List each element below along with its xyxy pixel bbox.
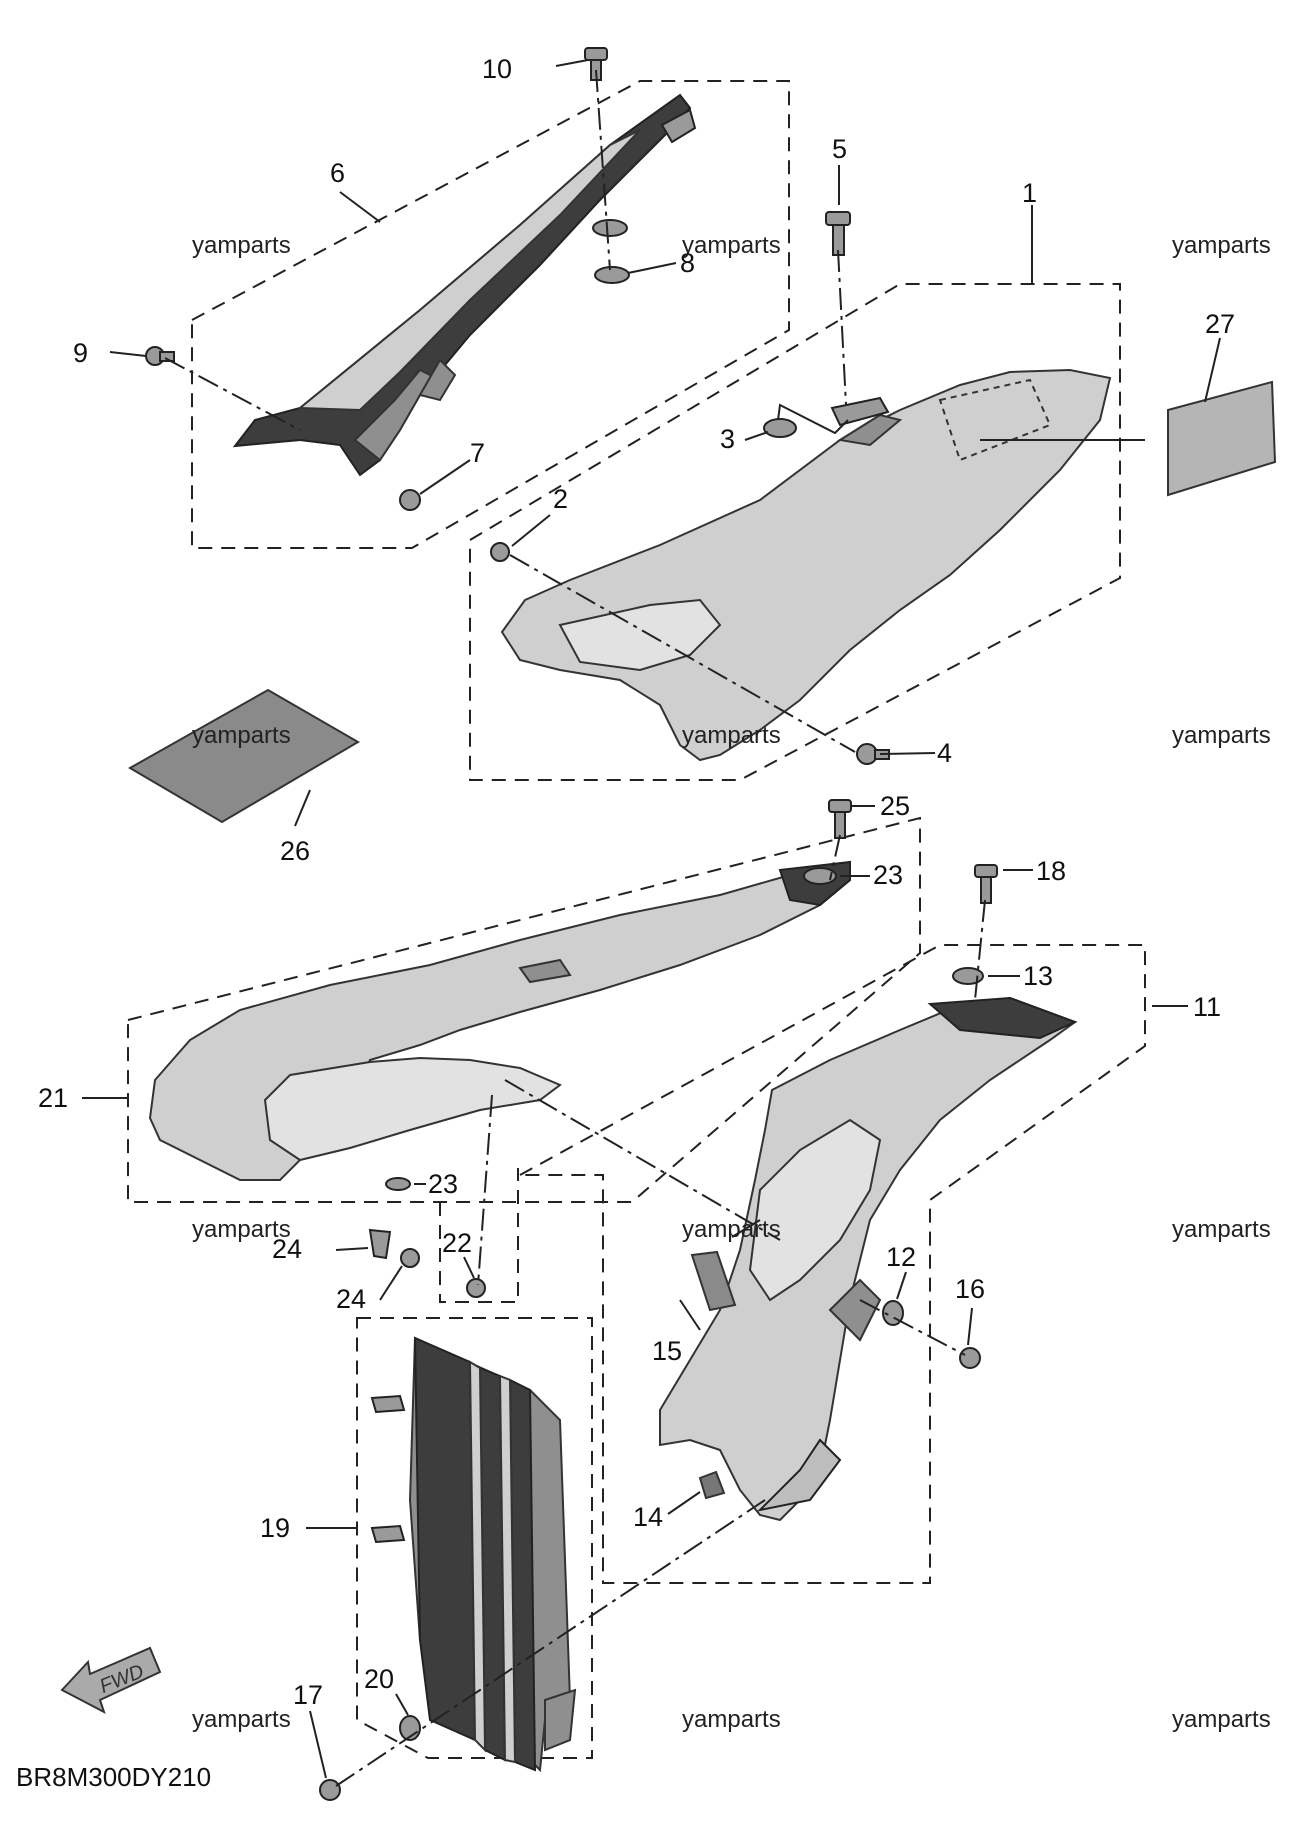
watermark: yamparts [1172, 1216, 1271, 1243]
part-21-side-panel [148, 860, 851, 1181]
callout-11: 11 [1193, 992, 1221, 1022]
callout-7: 7 [470, 438, 485, 468]
watermark: yamparts [1172, 232, 1271, 259]
callout-16: 16 [955, 1274, 985, 1304]
watermarks: yamparts yamparts yamparts yamparts yamp… [192, 232, 1271, 1733]
part-1-side-cover [500, 368, 1112, 762]
fwd-arrow: FWD [60, 1646, 162, 1715]
watermark: yamparts [1172, 722, 1271, 749]
callout-2: 2 [553, 484, 568, 514]
callout-19: 19 [260, 1513, 290, 1543]
part-15-pad [690, 1250, 737, 1312]
group-box-11 [519, 944, 1146, 1584]
callouts: 1 2 3 4 5 6 7 8 9 10 11 12 13 14 15 16 1… [38, 54, 1235, 1710]
group-box-21 [127, 816, 921, 1203]
callout-8: 8 [680, 248, 695, 278]
part-11-front-shroud [659, 996, 1078, 1522]
callout-18: 18 [1036, 856, 1066, 886]
callout-14: 14 [633, 1502, 663, 1532]
part-6-upper-cover [232, 93, 697, 477]
callout-22: 22 [442, 1228, 472, 1258]
group-box-6 [191, 80, 790, 549]
callout-9: 9 [73, 338, 88, 368]
callout-12: 12 [886, 1242, 916, 1272]
callout-20: 20 [364, 1664, 394, 1694]
watermark: yamparts [682, 1706, 781, 1733]
callout-23-upper: 23 [873, 860, 903, 890]
callout-24-upper: 24 [272, 1234, 302, 1264]
callout-3: 3 [720, 424, 735, 454]
callout-24-lower: 24 [336, 1284, 366, 1314]
callout-5: 5 [832, 134, 847, 164]
watermark: yamparts [682, 232, 781, 259]
watermark: yamparts [192, 1706, 291, 1733]
group-box-22 [439, 1168, 519, 1303]
callout-17: 17 [293, 1680, 323, 1710]
part-27-sheet [1167, 380, 1277, 497]
part-19-radiator-grille [370, 1336, 577, 1773]
callout-25: 25 [880, 791, 910, 821]
watermark: yamparts [682, 722, 781, 749]
callout-27: 27 [1205, 309, 1235, 339]
callout-23-lower: 23 [428, 1169, 458, 1199]
callout-1: 1 [1022, 178, 1037, 208]
callout-21: 21 [38, 1083, 68, 1113]
watermark: yamparts [682, 1216, 781, 1243]
callout-15: 15 [652, 1336, 682, 1366]
part-26-sheet [127, 688, 360, 824]
watermark: yamparts [192, 722, 291, 749]
callout-6: 6 [330, 158, 345, 188]
assembly-axes [164, 69, 986, 1787]
leader-lines [82, 59, 1221, 1779]
callout-4: 4 [937, 738, 952, 768]
part-14-pad [698, 1470, 726, 1500]
watermark: yamparts [1172, 1706, 1271, 1733]
diagram-code: BR8M300DY210 [16, 1762, 211, 1792]
callout-10: 10 [482, 54, 512, 84]
group-box-1 [469, 283, 1121, 781]
callout-13: 13 [1023, 961, 1053, 991]
callout-26: 26 [280, 836, 310, 866]
watermark: yamparts [192, 1216, 291, 1243]
group-box-19 [356, 1317, 593, 1759]
watermark: yamparts [192, 232, 291, 259]
